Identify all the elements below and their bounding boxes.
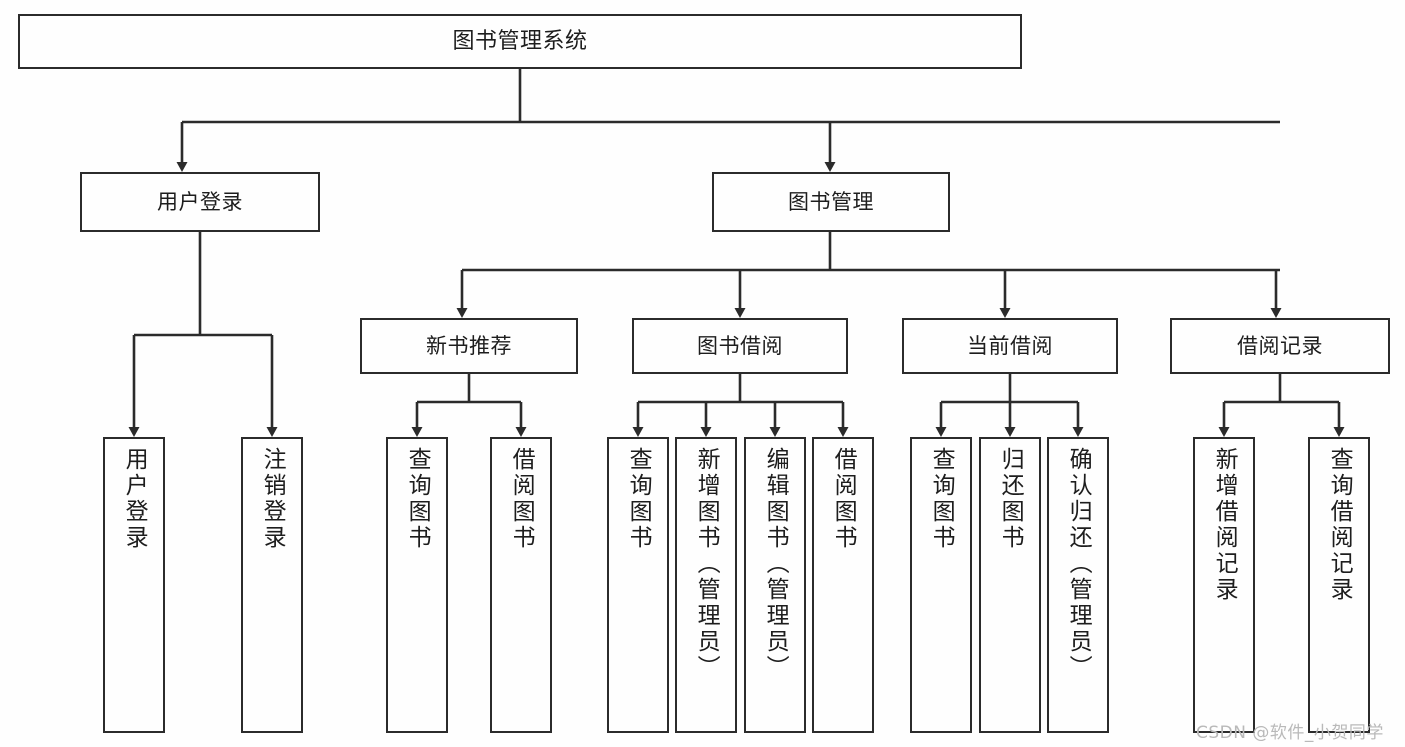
node-book-management[interactable]: 图书管理 — [712, 172, 950, 232]
node-label: 归还图书 — [997, 447, 1024, 551]
node-new-book-recommend[interactable]: 新书推荐 — [360, 318, 578, 374]
node-label: 新书推荐 — [426, 333, 512, 358]
node-label: 查询图书 — [404, 447, 431, 551]
node-label: 查询图书 — [625, 447, 652, 551]
node-label: 借阅记录 — [1237, 333, 1323, 358]
node-current-borrow[interactable]: 当前借阅 — [902, 318, 1118, 374]
node-borrow-record[interactable]: 借阅记录 — [1170, 318, 1390, 374]
node-label: 借阅图书 — [508, 447, 535, 551]
leaf-borrow-edit-book-admin[interactable]: 编辑图书（管理员） — [744, 437, 806, 733]
node-label: 新增图书（管理员） — [693, 447, 720, 681]
node-label: 借阅图书 — [830, 447, 857, 551]
node-label: 新增借阅记录 — [1211, 447, 1238, 603]
node-label: 编辑图书（管理员） — [762, 447, 789, 681]
leaf-record-query-record[interactable]: 查询借阅记录 — [1308, 437, 1370, 733]
node-label: 确认归还（管理员） — [1065, 447, 1092, 681]
leaf-user-login-signin[interactable]: 用户登录 — [103, 437, 165, 733]
leaf-borrow-borrow-book[interactable]: 借阅图书 — [812, 437, 874, 733]
leaf-borrow-add-book-admin[interactable]: 新增图书（管理员） — [675, 437, 737, 733]
node-label: 注销登录 — [259, 447, 286, 551]
node-label: 图书借阅 — [697, 333, 783, 358]
node-label: 图书管理 — [788, 189, 874, 214]
leaf-current-query-book[interactable]: 查询图书 — [910, 437, 972, 733]
leaf-current-confirm-return-admin[interactable]: 确认归还（管理员） — [1047, 437, 1109, 733]
node-label: 用户登录 — [121, 447, 148, 551]
csdn-watermark: CSDN @软件_小贺同学 — [1196, 723, 1384, 743]
node-book-borrow[interactable]: 图书借阅 — [632, 318, 848, 374]
node-label: 查询图书 — [928, 447, 955, 551]
node-label: 查询借阅记录 — [1326, 447, 1353, 603]
leaf-record-add-record[interactable]: 新增借阅记录 — [1193, 437, 1255, 733]
leaf-borrow-query-book[interactable]: 查询图书 — [607, 437, 669, 733]
node-label: 当前借阅 — [967, 333, 1053, 358]
node-user-login[interactable]: 用户登录 — [80, 172, 320, 232]
node-root-system[interactable]: 图书管理系统 — [18, 14, 1022, 69]
leaf-recommend-borrow-book[interactable]: 借阅图书 — [490, 437, 552, 733]
node-label: 用户登录 — [157, 189, 243, 214]
leaf-user-login-signout[interactable]: 注销登录 — [241, 437, 303, 733]
leaf-current-return-book[interactable]: 归还图书 — [979, 437, 1041, 733]
node-label: 图书管理系统 — [452, 28, 588, 54]
leaf-recommend-query-book[interactable]: 查询图书 — [386, 437, 448, 733]
